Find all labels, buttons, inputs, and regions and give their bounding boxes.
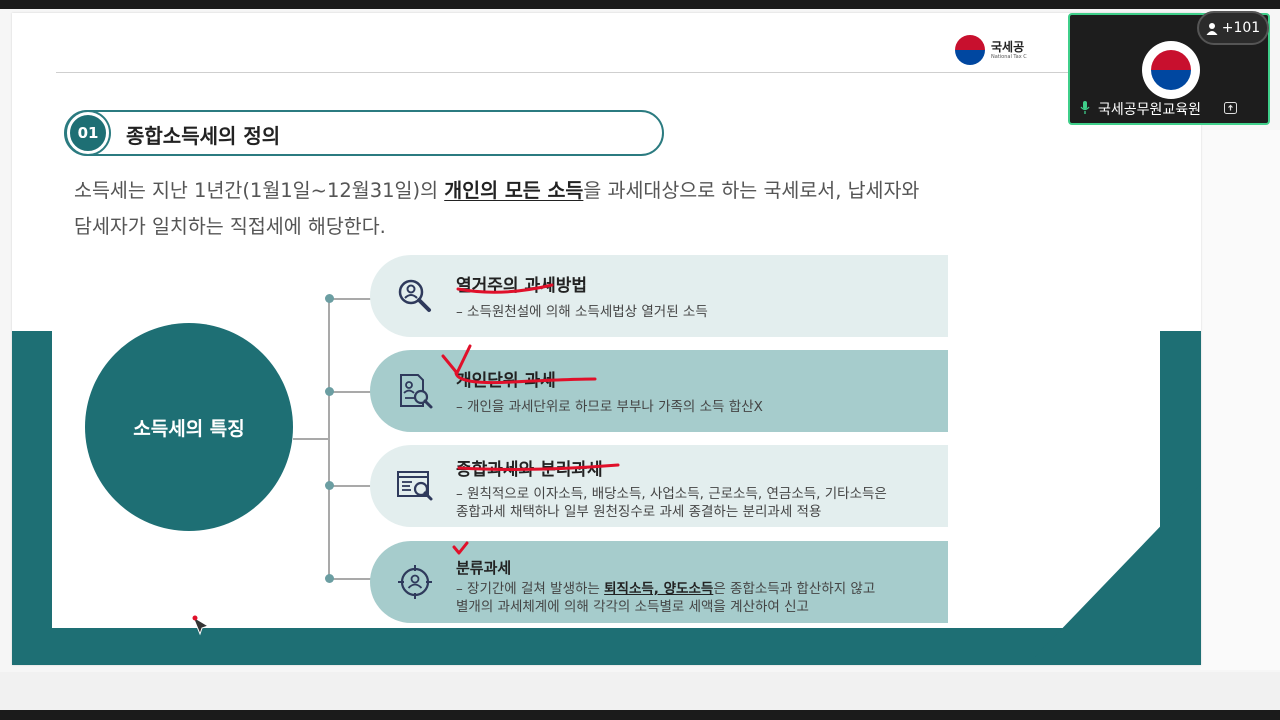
connector-center <box>293 438 329 440</box>
header-divider <box>56 72 1100 73</box>
connector-1 <box>329 298 371 300</box>
card-2-desc: – 개인을 과세단위로 하므로 부부나 가족의 소득 합산X <box>456 399 763 415</box>
card-4-desc-line1: – 장기간에 걸쳐 발생하는 퇴직소득, 양도소득은 종합소득과 합산하지 않고 <box>456 580 875 598</box>
connector-dot-2 <box>325 387 334 396</box>
feature-card-2: 개인단위 과세 – 개인을 과세단위로 하므로 부부나 가족의 소득 합산X <box>370 350 948 432</box>
card-4-title: 분류과세 <box>456 559 512 577</box>
connector-vertical <box>328 299 330 580</box>
card-1-title: 열거주의 과세방법 <box>456 276 588 296</box>
connector-dot-1 <box>325 294 334 303</box>
section-title-pill <box>64 110 664 156</box>
connector-dot-3 <box>325 481 334 490</box>
pen-cursor-icon <box>191 615 210 636</box>
taegeuk-emblem-icon <box>1151 50 1191 90</box>
nts-logo: 국세공 National Tax C <box>955 33 1027 67</box>
feature-card-3: 종합과세와 분리과세 – 원칙적으로 이자소득, 배당소득, 사업소득, 근로소… <box>370 445 948 527</box>
center-label: 소득세의 특징 <box>133 417 245 440</box>
intro-paragraph: 소득세는 지난 1년간(1월1일~12월31일)의 개인의 모든 소득을 과세대… <box>74 173 1014 245</box>
connector-4 <box>329 578 371 580</box>
connector-3 <box>329 485 371 487</box>
participant-name: 국세공무원교육원 <box>1098 102 1202 118</box>
connector-2 <box>329 391 371 393</box>
participants-count: +101 <box>1221 20 1261 36</box>
presentation-slide: 국세공 National Tax C 01 종합소득세의 정의 소득세는 지난 … <box>12 13 1201 665</box>
card-3-desc-line2: 종합과세 채택하나 일부 원천징수로 과세 종결하는 분리과세 적용 <box>456 504 822 520</box>
org-name-en: National Tax C <box>991 53 1027 60</box>
stage-side-area <box>1200 130 1280 670</box>
participants-count-button[interactable]: +101 <box>1197 11 1269 45</box>
card-4-desc-a: – 장기간에 걸쳐 발생하는 <box>456 581 605 597</box>
intro-text-3: 담세자가 일치하는 직접세에 해당한다. <box>74 215 386 238</box>
microphone-icon <box>1080 101 1090 114</box>
screen-share-icon[interactable] <box>1224 102 1237 114</box>
card-4-desc-emphasis: 퇴직소득, 양도소득 <box>604 581 714 597</box>
intro-text-1: 소득세는 지난 1년간(1월1일~12월31일)의 <box>74 179 445 202</box>
document-search-icon <box>400 374 433 409</box>
target-icon <box>398 565 432 599</box>
intro-emphasis: 개인의 모든 소득 <box>444 179 584 202</box>
browser-search-icon <box>397 471 433 501</box>
center-feature-circle: 소득세의 특징 <box>85 323 293 531</box>
feature-card-4: 분류과세 – 장기간에 걸쳐 발생하는 퇴직소득, 양도소득은 종합소득과 합산… <box>370 541 948 623</box>
card-1-desc: – 소득원천설에 의해 소득세법상 열거된 소득 <box>456 304 708 320</box>
org-name: 국세공 <box>991 39 1025 54</box>
card-2-title: 개인단위 과세 <box>456 371 556 391</box>
bottom-strip <box>0 672 1280 710</box>
card-4-desc-b: 은 종합소득과 합산하지 않고 <box>713 581 876 597</box>
card-4-desc-line2: 별개의 과세체계에 의해 각각의 소득별로 세액을 계산하여 신고 <box>456 599 809 615</box>
taegeuk-emblem-icon <box>955 35 985 65</box>
participant-avatar <box>1142 41 1200 99</box>
magnifier-user-icon <box>398 279 431 312</box>
top-bar <box>0 0 1280 9</box>
person-icon <box>1206 22 1218 35</box>
section-title: 종합소득세의 정의 <box>126 124 281 148</box>
intro-text-2: 을 과세대상으로 하는 국세로서, 납세자와 <box>583 179 920 202</box>
bottom-bar <box>0 710 1280 720</box>
feature-card-1: 열거주의 과세방법 – 소득원천설에 의해 소득세법상 열거된 소득 <box>370 255 948 337</box>
section-number: 01 <box>67 112 109 154</box>
card-3-desc-line1: – 원칙적으로 이자소득, 배당소득, 사업소득, 근로소득, 연금소득, 기타… <box>456 486 887 502</box>
card-3-title: 종합과세와 분리과세 <box>456 460 603 480</box>
connector-dot-4 <box>325 574 334 583</box>
